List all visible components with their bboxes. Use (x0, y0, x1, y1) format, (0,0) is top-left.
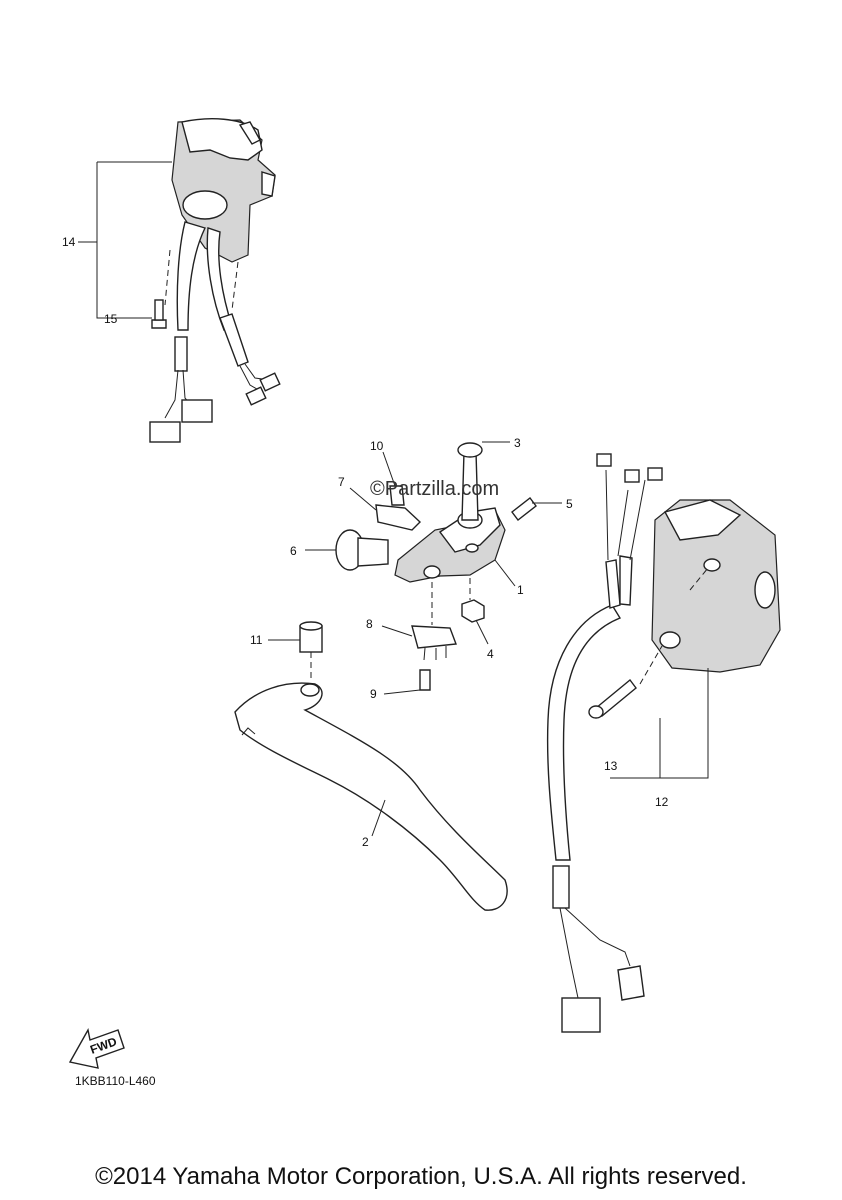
callout-lines (78, 161, 709, 837)
copyright-notice: ©2014 Yamaha Motor Corporation, U.S.A. A… (95, 1163, 747, 1190)
callout-7: 7 (338, 475, 345, 489)
callout-4: 4 (487, 647, 494, 661)
callout-8: 8 (366, 617, 373, 631)
callout-11: 11 (250, 633, 263, 647)
callout-9: 9 (370, 687, 377, 701)
watermark: ©Partzilla.com (370, 478, 500, 500)
callout-12: 12 (655, 795, 669, 809)
callout-10: 10 (370, 439, 384, 453)
callout-6: 6 (290, 544, 297, 558)
clutch-lever[interactable] (234, 682, 508, 911)
right-handlebar-switch[interactable] (546, 453, 781, 1033)
callout-5: 5 (566, 497, 573, 511)
lever-holder-assembly[interactable] (299, 442, 537, 691)
callout-2: 2 (362, 835, 369, 849)
callout-15: 15 (104, 312, 118, 326)
callout-14: 14 (62, 235, 76, 249)
callout-labels: 1 2 3 4 5 6 7 8 9 10 11 12 13 14 15 (62, 235, 669, 849)
callout-13: 13 (604, 759, 618, 773)
fwd-arrow-icon: FWD (68, 1028, 125, 1069)
callout-3: 3 (514, 436, 521, 450)
diagram-code: 1KBB110-L460 (75, 1074, 156, 1088)
callout-1: 1 (517, 583, 524, 597)
left-handlebar-switch[interactable] (149, 118, 281, 443)
